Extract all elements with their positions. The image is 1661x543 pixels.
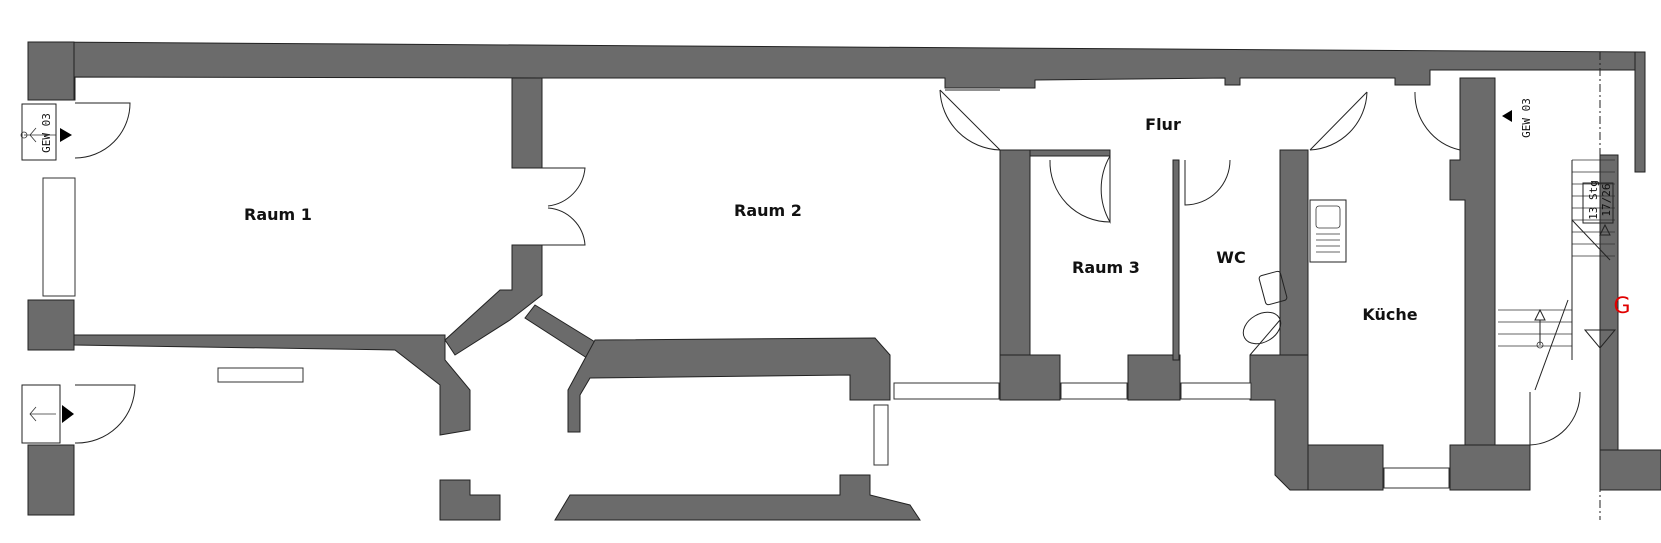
svg-text:GEW 03: GEW 03: [1520, 98, 1533, 138]
svg-text:GEW 03: GEW 03: [40, 113, 53, 153]
windows: [42, 177, 1450, 489]
stairs-ratio-label: 17/26: [1600, 183, 1613, 216]
room-raum-2: Raum 2: [734, 201, 802, 220]
room-raum-3: Raum 3: [1072, 258, 1140, 277]
room-raum-1: Raum 1: [244, 205, 312, 224]
stair-letter-label: G: [1613, 294, 1630, 319]
gew-marker-left-lower: [21, 384, 74, 444]
kitchen-sink: [1309, 199, 1347, 263]
room-wc: WC: [1216, 248, 1245, 267]
gew-marker-right: GEW 03: [1502, 98, 1533, 138]
doors: [74, 89, 1581, 446]
staircase: 13 Stg 17/26 G: [1498, 52, 1631, 520]
room-labels: Raum 1 Raum 2 Flur Raum 3 WC Küche: [244, 115, 1418, 324]
fixtures: [1242, 199, 1347, 356]
gew-marker-left: GEW 03: [20, 103, 72, 161]
toilet: [1258, 270, 1288, 306]
stairs-count-label: 13 Stg: [1587, 180, 1600, 220]
walls: [27, 41, 1661, 521]
room-kueche: Küche: [1362, 305, 1417, 324]
room-flur: Flur: [1145, 115, 1181, 134]
